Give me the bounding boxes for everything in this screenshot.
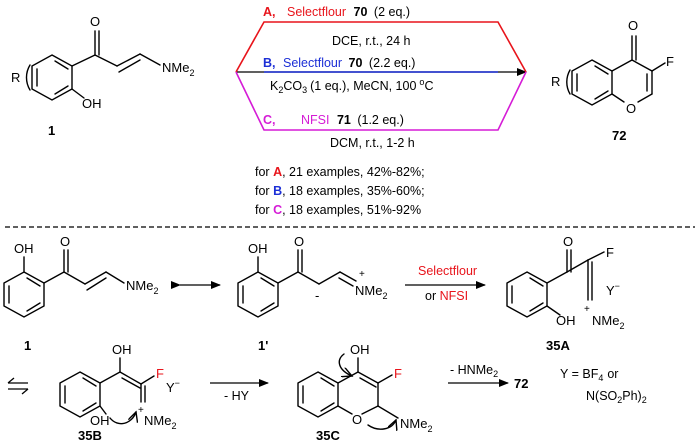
mech-compound-1: OH O NMe2 1 xyxy=(3,234,158,353)
top-conditions: A, Selectflour 70 (2 eq.) DCE, r.t., 24 … xyxy=(235,5,527,150)
mech-35B-label: 35B xyxy=(78,428,102,443)
mech-compound-35A: O F OH Y− + NMe2 35A xyxy=(506,234,624,353)
mech-35A-Y: Y− xyxy=(606,281,620,298)
mech-35C-OH: OH xyxy=(350,342,370,357)
mech-35C-label: 35C xyxy=(316,428,340,443)
mech-1-NMe: NMe2 xyxy=(126,278,158,296)
mech-1p-label: 1' xyxy=(258,338,268,353)
mech-1p-NMe: NMe2 xyxy=(355,283,387,301)
top-72-carbonyl-O: O xyxy=(628,18,638,33)
arrow-35A-reagent-bottom: or NFSI xyxy=(425,289,468,303)
summary-line-A: for A, 21 examples, 42%-82%; xyxy=(255,165,425,179)
y-definition-line2: N(SO2Ph)2 xyxy=(586,389,647,405)
mech-35C-F: F xyxy=(394,366,402,381)
mech-compound-35B: OH F OH Y− + NMe2 35B xyxy=(59,342,180,443)
condition-C-line1: C, NFSI 71 (1.2 eq.) xyxy=(263,113,404,127)
top-1-NMe: NMe2 xyxy=(162,60,194,78)
mech-35A-plus: + xyxy=(584,304,590,315)
top-72-R: R xyxy=(551,74,560,89)
equilibrium-arrows xyxy=(7,377,29,395)
condition-B-line1: B, Selectflour 70 (2.2 eq.) xyxy=(263,56,415,70)
mech-35A-F: F xyxy=(606,245,614,260)
mech-1p-minus: - xyxy=(315,288,319,303)
top-1-R: R xyxy=(11,70,20,85)
mech-35B-plus: + xyxy=(138,405,144,416)
top-1-label: 1 xyxy=(48,123,55,138)
mech-35B-F: F xyxy=(156,366,164,381)
condition-C-line2: DCM, r.t., 1-2 h xyxy=(330,136,415,150)
top-summary: for A, 21 examples, 42%-82%; for B, 18 e… xyxy=(255,165,425,217)
mech-1-label: 1 xyxy=(24,338,31,353)
mech-compound-35C: OH F O NMe2 35C xyxy=(297,342,432,443)
mech-35A-O: O xyxy=(563,234,573,249)
mech-35C-O: O xyxy=(352,412,362,427)
top-compound-1: O R OH NMe2 1 xyxy=(11,14,194,138)
summary-line-C: for C, 18 examples, 51%-92% xyxy=(255,203,421,217)
mech-35A-OH: OH xyxy=(556,313,576,328)
mech-compound-1prime: OH O - + NMe2 1' xyxy=(237,234,387,353)
arrow-to-35A: Selectflour or NFSI xyxy=(405,264,486,303)
top-72-label: 72 xyxy=(612,128,626,143)
mech-35B-Y: Y− xyxy=(166,378,180,395)
arrow-35A-reagent-top: Selectflour xyxy=(418,264,477,278)
top-product-72: O O F R 72 xyxy=(551,18,674,143)
arrow-35C-72-label: - HNMe2 xyxy=(450,363,498,379)
top-72-ring-O: O xyxy=(626,101,636,116)
top-72-F: F xyxy=(666,54,674,69)
mech-1p-OH: OH xyxy=(248,241,268,256)
mech-35B-NMe: NMe2 xyxy=(144,413,176,431)
mech-1-OH: OH xyxy=(14,241,34,256)
mech-1-O: O xyxy=(60,234,70,249)
arrow-35B-35C: - HY xyxy=(210,379,269,403)
mech-product-72-label: 72 xyxy=(514,376,528,391)
top-1-OH: OH xyxy=(82,96,102,111)
mech-1p-O: O xyxy=(294,234,304,249)
mech-35A-label: 35A xyxy=(546,338,570,353)
mech-35B-OH-bottom: OH xyxy=(90,413,110,428)
top-1-carbonyl-O: O xyxy=(90,14,100,29)
condition-A-line1: A, Selectflour 70 (2 eq.) xyxy=(263,5,410,19)
condition-A-line2: DCE, r.t., 24 h xyxy=(332,34,411,48)
mech-35C-NMe: NMe2 xyxy=(400,416,432,434)
arrow-35B-35C-label: - HY xyxy=(224,389,250,403)
mech-1p-plus: + xyxy=(359,269,365,280)
arrow-35C-72: - HNMe2 72 xyxy=(448,363,528,391)
mech-35B-OH: OH xyxy=(112,342,132,357)
summary-line-B: for B, 18 examples, 35%-60%; xyxy=(255,184,425,198)
mech-35A-NMe: NMe2 xyxy=(592,313,624,331)
